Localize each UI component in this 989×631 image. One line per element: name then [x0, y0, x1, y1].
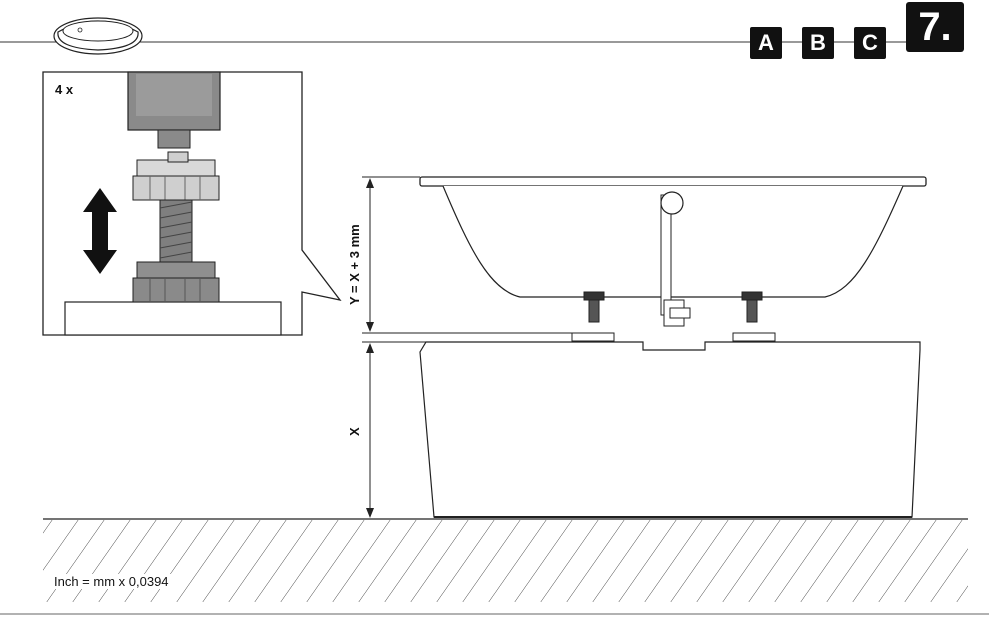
double-arrow-icon	[83, 188, 117, 274]
upper-nut	[132, 151, 220, 201]
step-badge-c: C	[854, 27, 886, 59]
tub-foot-right	[732, 291, 776, 342]
drain-pipe	[660, 191, 691, 327]
gap-dimension-label: Y = X + 3 mm	[347, 224, 362, 305]
conversion-note: Inch = mm x 0,0394	[52, 574, 171, 589]
threaded-rod	[159, 199, 193, 263]
floor-hatch	[43, 520, 968, 602]
step-number-badge: 7.	[906, 2, 964, 52]
tub-base	[419, 341, 921, 518]
tub-foot-left	[571, 291, 615, 342]
bathtub-icon	[53, 17, 143, 55]
detail-panel	[42, 71, 342, 336]
quantity-label: 4 x	[55, 82, 74, 97]
step-badge-a: A	[750, 27, 782, 59]
dimension-x	[362, 341, 426, 518]
lower-nut	[132, 261, 220, 303]
step-badge-b: B	[802, 27, 834, 59]
dimension-y	[362, 176, 572, 334]
height-dimension-label: X	[347, 427, 362, 436]
floor-block	[64, 301, 282, 336]
bathtub-cross-section	[419, 176, 927, 342]
